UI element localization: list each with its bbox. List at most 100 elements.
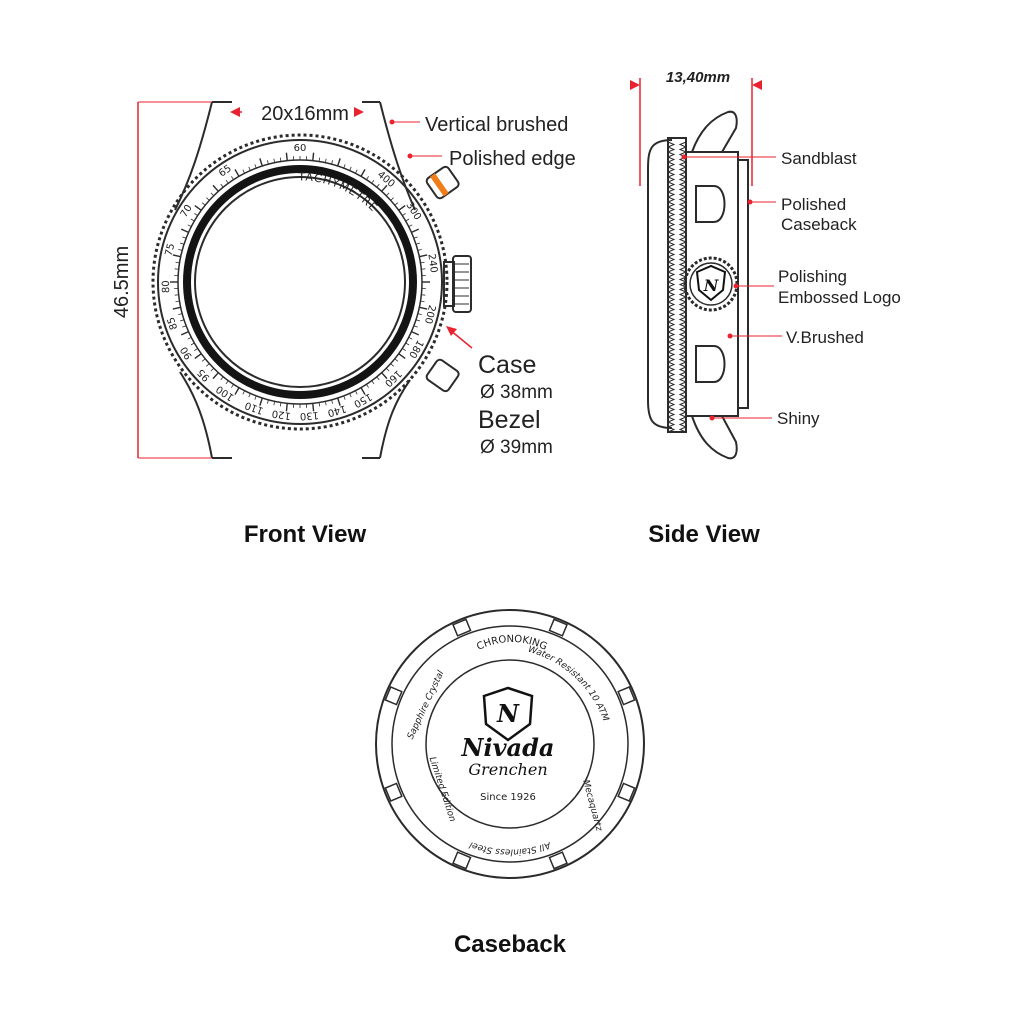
scale-tick xyxy=(420,261,425,264)
knurl-tooth xyxy=(667,201,687,208)
scale-tick xyxy=(212,372,219,380)
scale-tick xyxy=(212,184,219,192)
caseback-caption: Caseback xyxy=(454,931,567,958)
scale-tick xyxy=(413,325,418,328)
scale-number: 200 xyxy=(422,304,437,325)
scale-tick xyxy=(376,376,380,381)
knurl-tooth xyxy=(667,271,687,278)
scale-tick xyxy=(331,399,333,404)
caseback-brand-sub: Grenchen xyxy=(468,760,547,779)
scale-tick xyxy=(180,242,185,245)
knurl-tooth xyxy=(667,176,687,183)
caseback-notch xyxy=(548,851,568,870)
scale-tick xyxy=(201,202,206,206)
scale-tick xyxy=(279,157,282,162)
knurl-tooth xyxy=(667,361,687,368)
side-caseback xyxy=(738,159,749,409)
scale-tick xyxy=(408,224,413,227)
scale-tick xyxy=(390,363,394,367)
knurl-tooth xyxy=(667,226,687,233)
scale-tick xyxy=(324,401,327,406)
caseback-notch xyxy=(617,782,636,802)
scale-tick xyxy=(405,342,410,346)
scale-tick xyxy=(402,348,406,351)
knurl-tooth xyxy=(667,146,687,153)
scale-tick xyxy=(411,330,420,336)
knurl-tooth xyxy=(667,296,687,303)
callout-dot-shiny xyxy=(709,415,715,421)
scale-tick xyxy=(182,236,187,239)
knurl-tooth xyxy=(667,391,687,398)
caseback-text-right: Mecaquartz xyxy=(580,779,603,833)
knurl-tooth xyxy=(667,241,687,248)
vertical-brushed-label: Vertical brushed xyxy=(425,114,568,136)
knurl-tooth xyxy=(667,231,687,238)
scale-tick xyxy=(349,166,352,171)
scale-tick xyxy=(324,158,327,163)
knurl-tooth xyxy=(667,306,687,313)
scale-ticks xyxy=(170,152,430,412)
knurl-tooth xyxy=(667,381,687,388)
scale-number: 60 xyxy=(294,143,307,154)
scale-number: 120 xyxy=(271,407,291,421)
scale-tick xyxy=(337,158,341,167)
caseback-notch xyxy=(452,851,472,870)
caseback-notch xyxy=(384,782,403,802)
scale-tick xyxy=(371,380,375,385)
scale-tick xyxy=(419,306,428,310)
scale-tick xyxy=(408,337,413,340)
scale-number: 75 xyxy=(164,242,178,257)
knurl-tooth xyxy=(667,191,687,198)
scale-number: 85 xyxy=(166,315,180,331)
scale-number: 80 xyxy=(161,280,172,293)
scale-tick xyxy=(254,164,257,169)
bezel-diameter-label: Ø 39mm xyxy=(480,437,553,458)
scale-tick xyxy=(376,183,380,188)
scale-tick xyxy=(175,261,180,264)
scale-ring xyxy=(177,159,423,405)
scale-tick xyxy=(220,183,224,188)
caseback-text-left-top: Sapphire Crystal xyxy=(406,669,447,741)
knurl-tooth xyxy=(667,286,687,293)
caseback-label: Caseback xyxy=(781,215,857,234)
scale-tick xyxy=(234,387,240,395)
crystal xyxy=(194,176,406,388)
scale-tick xyxy=(190,342,195,346)
scale-tick xyxy=(385,192,390,197)
sandblast-label: Sandblast xyxy=(781,149,857,168)
caseback-notch xyxy=(452,618,472,637)
scale-tick xyxy=(267,160,269,165)
scale-tick xyxy=(415,319,420,322)
scale-tick xyxy=(398,205,406,211)
scale-tick xyxy=(371,179,375,184)
scale-tick xyxy=(411,228,420,234)
knurl-tooth xyxy=(667,401,687,408)
callout-arrow-case xyxy=(446,326,457,336)
scale-tick xyxy=(360,387,366,395)
scale-tick xyxy=(172,254,181,258)
callout-dot-v-brushed xyxy=(727,333,733,339)
callout-dot-vertical-brushed xyxy=(389,119,395,125)
knurl-tooth xyxy=(667,141,687,148)
polished-label: Polished xyxy=(781,195,846,214)
scale-tick xyxy=(206,363,210,367)
knurl-tooth xyxy=(667,351,687,358)
scale-tick xyxy=(419,254,428,258)
scale-number: 240 xyxy=(425,253,439,273)
knurl-tooth xyxy=(667,321,687,328)
knurl-tooth xyxy=(667,206,687,213)
scale-number: 130 xyxy=(299,409,319,421)
knurl-tooth xyxy=(667,276,687,283)
scale-tick xyxy=(225,380,229,385)
front-view-caption: Front View xyxy=(244,521,367,548)
scale-tick xyxy=(385,367,390,372)
case-label: Case xyxy=(478,351,536,379)
polished-edge-label: Polished edge xyxy=(449,148,576,170)
scale-tick xyxy=(349,393,352,398)
front-lugs-top xyxy=(174,101,416,211)
scale-tick xyxy=(259,158,263,167)
knurl-tooth xyxy=(667,281,687,288)
scale-tick xyxy=(331,160,333,165)
knurl-tooth xyxy=(667,246,687,253)
